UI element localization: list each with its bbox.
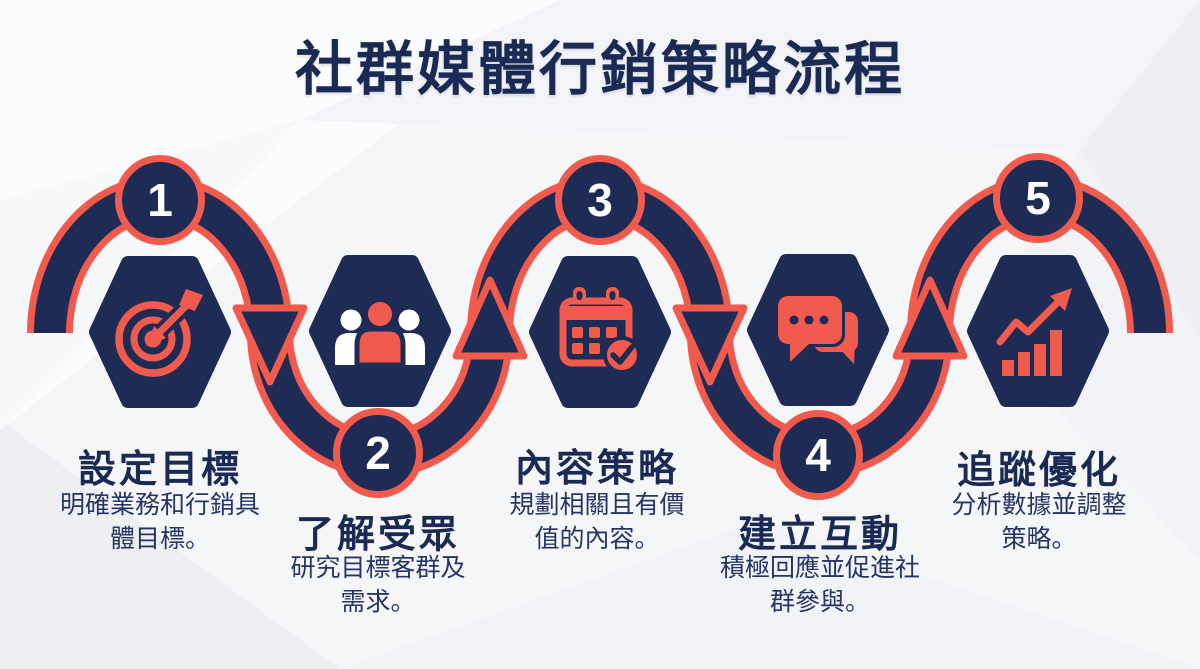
step-3-hexagon: [515, 242, 685, 427]
arrow-down-icon: [672, 304, 748, 386]
step-2-hexagon: [295, 241, 465, 426]
step-1-description: 明確業務和行銷具體目標。: [59, 491, 260, 553]
audience-people-icon: [309, 255, 451, 407]
step-4-number-badge: 4: [773, 410, 863, 500]
step-5-hexagon: [953, 241, 1123, 426]
chat-bubbles-icon: [747, 254, 889, 406]
step-1-number-badge: 1: [115, 155, 205, 245]
growth-chart-icon: [967, 255, 1109, 407]
target-icon: [89, 256, 231, 408]
arrow-up-icon: [452, 276, 528, 360]
step-number: 4: [805, 429, 831, 481]
step-3-number-badge: 3: [555, 155, 645, 245]
step-number: 1: [147, 174, 173, 226]
step-4-hexagon: [733, 240, 903, 425]
step-5-description: 分析數據並調整策略。: [951, 491, 1127, 553]
step-5-number-badge: 5: [993, 153, 1083, 243]
step-1-title: 設定目標: [77, 449, 242, 491]
step-number: 5: [1025, 172, 1051, 224]
step-number: 3: [587, 174, 613, 226]
step-3-description: 規劃相關且有價值的內容。: [509, 491, 685, 553]
arrow-up-icon: [892, 276, 968, 360]
step-5-title: 追蹤優化: [956, 450, 1121, 492]
step-3-title: 內容策略: [514, 448, 679, 490]
step-2-number-badge: 2: [333, 408, 423, 498]
step-2-title: 了解受眾: [295, 514, 460, 556]
step-number: 2: [365, 427, 391, 479]
step-4-title: 建立互動: [737, 514, 902, 556]
step-4-description: 積極回應並促進社群參與。: [719, 554, 920, 616]
arrow-down-icon: [232, 304, 308, 386]
step-2-description: 研究目標客群及需求。: [290, 554, 466, 616]
page-title: 社群媒體行銷策略流程: [294, 37, 905, 102]
step-1-hexagon: [75, 242, 245, 427]
calendar-check-icon: [529, 256, 671, 408]
